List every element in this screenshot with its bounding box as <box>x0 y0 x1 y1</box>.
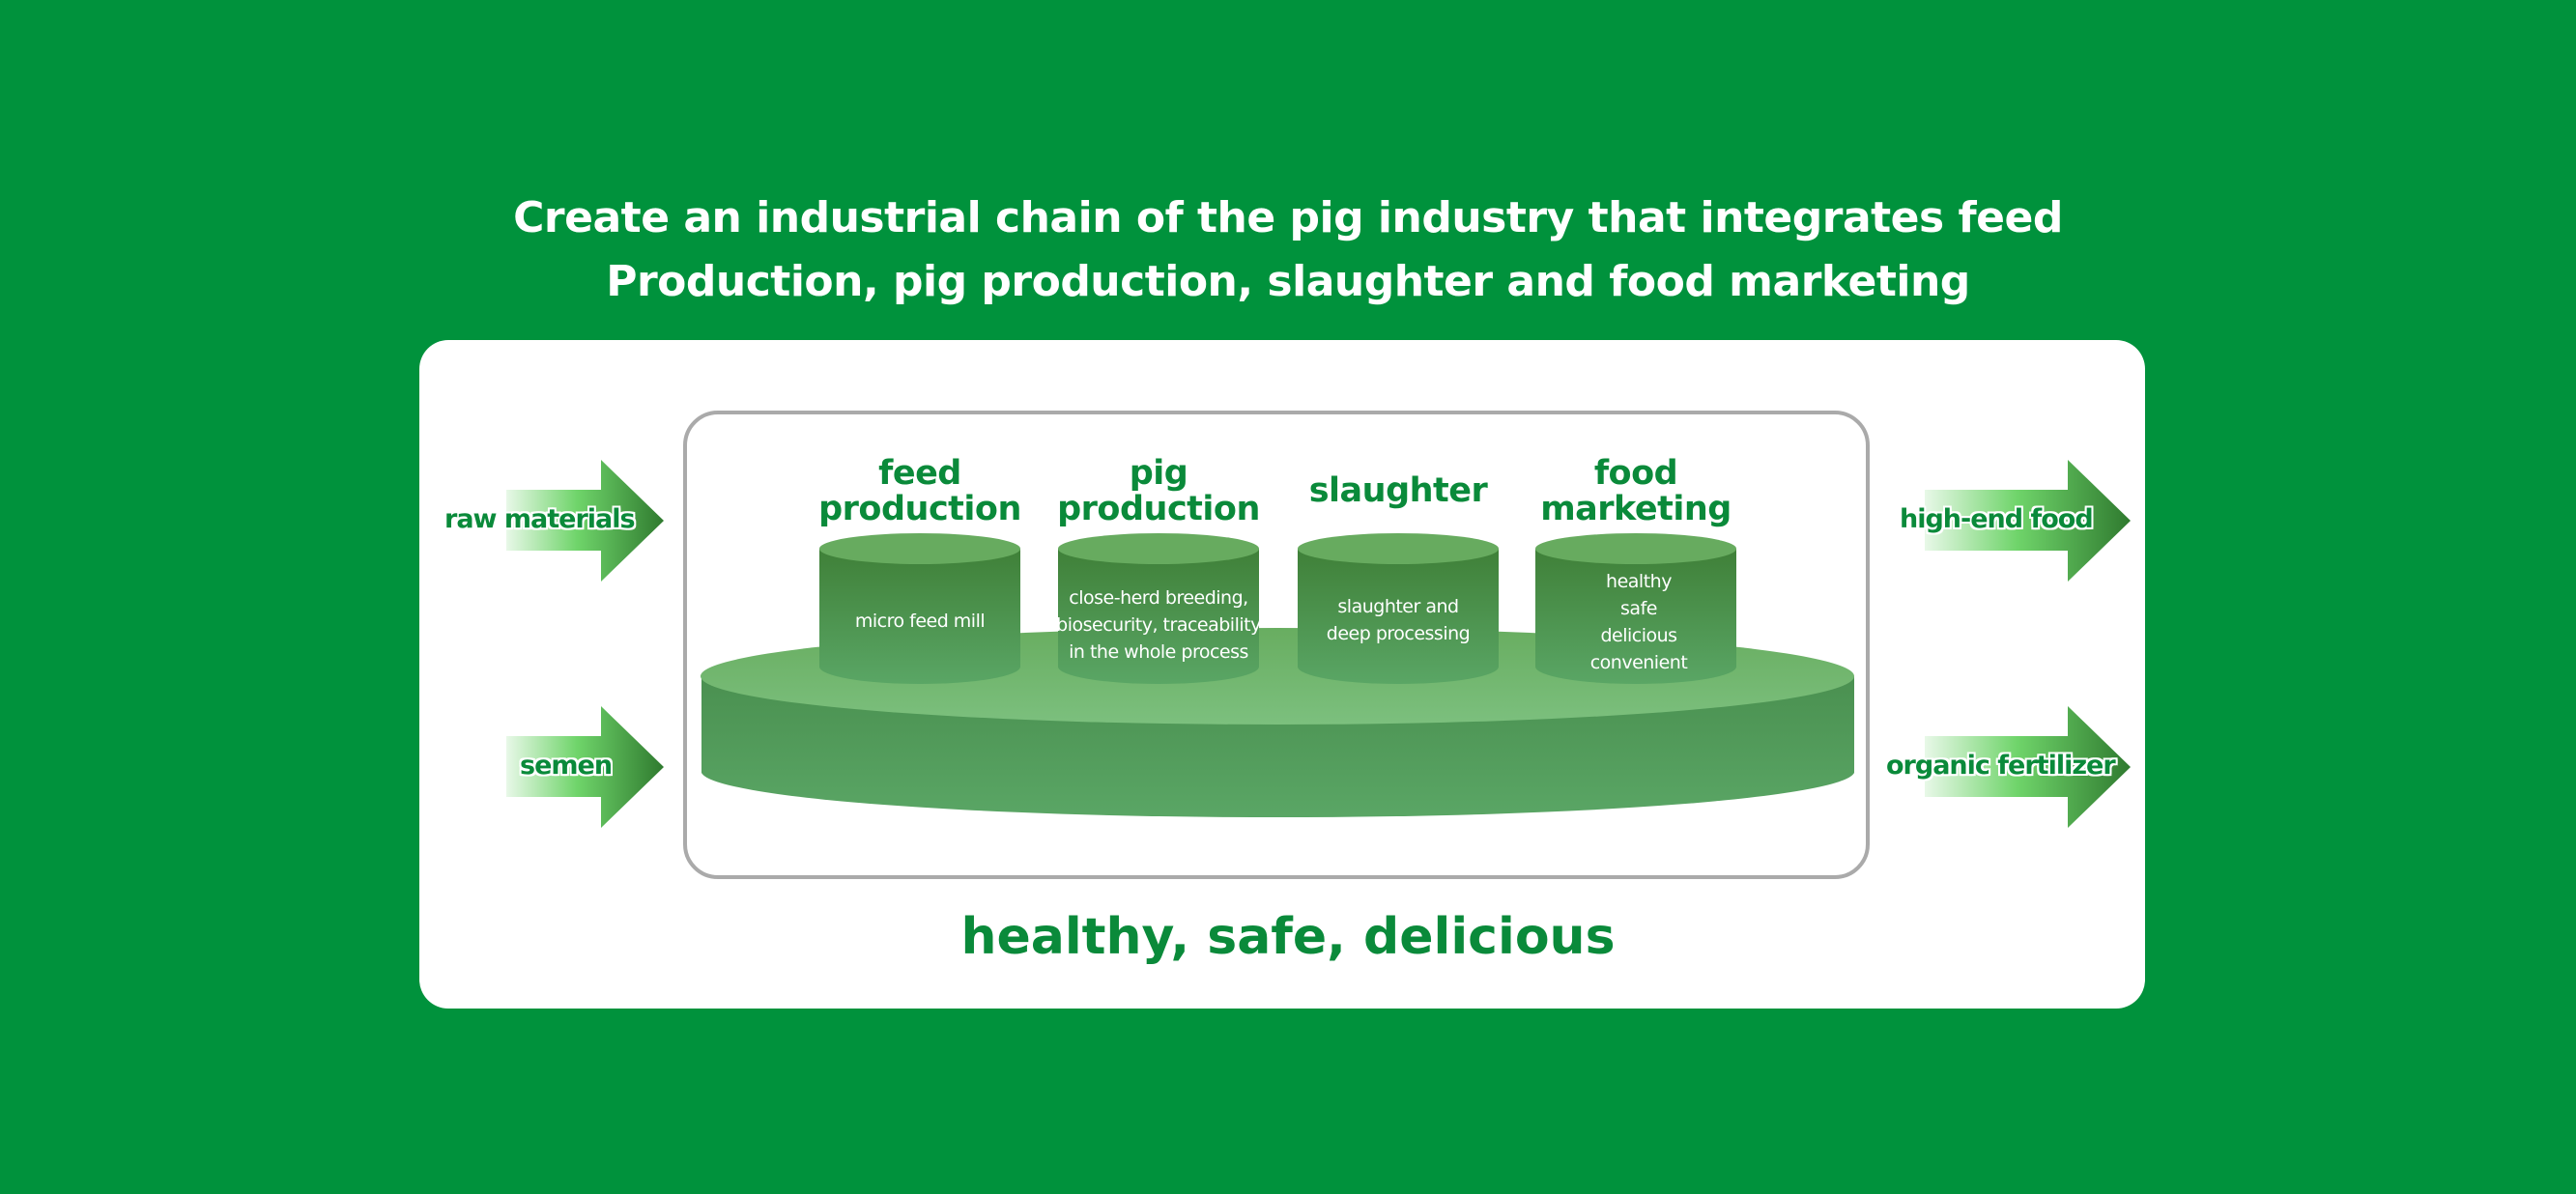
heading-line: pig <box>1129 454 1188 493</box>
output-label: organic fertilizer <box>1886 751 2116 781</box>
description-line: deep processing <box>1326 623 1471 644</box>
industry-chain-box <box>683 411 1870 879</box>
title-line-1: Create an industrial chain of the pig in… <box>513 193 2063 242</box>
description-line: slaughter and <box>1337 596 1459 617</box>
heading-line: production <box>818 490 1021 528</box>
cylinder-feed-production <box>819 533 1020 684</box>
arrow-raw-materials <box>506 460 664 582</box>
stage-description: micro feed mill <box>814 608 1026 635</box>
cylinder-pig-production <box>1058 533 1259 684</box>
description-line: convenient <box>1589 652 1688 673</box>
heading-line: feed <box>878 454 961 493</box>
description-line: healthy <box>1606 571 1672 592</box>
heading-line: marketing <box>1540 490 1732 528</box>
description-line: safe <box>1620 598 1657 619</box>
description-line: biosecurity, traceability <box>1056 614 1261 636</box>
cylinder-food-marketing <box>1535 533 1736 684</box>
description-line: close-herd breeding, <box>1069 587 1248 609</box>
stage-description: close-herd breeding, biosecurity, traceab… <box>1052 584 1265 666</box>
stage-description: slaughter and deep processing <box>1292 593 1504 647</box>
arrow-organic-fertilizer <box>1925 706 2131 828</box>
heading-line: food <box>1593 454 1678 493</box>
description-line: micro feed mill <box>854 611 986 632</box>
stage-description: healthy safe delicious convenient <box>1532 568 1745 676</box>
arrow-high-end-food <box>1925 460 2131 582</box>
slogan: healthy, safe, delicious <box>960 908 1616 966</box>
title-line-2: Production, pig production, slaughter an… <box>606 257 1970 306</box>
arrow-semen <box>506 706 664 828</box>
heading-line: slaughter <box>1308 471 1488 510</box>
output-label: high-end food <box>1900 504 2094 534</box>
description-line: in the whole process <box>1069 641 1248 663</box>
input-label: raw materials <box>444 504 636 534</box>
stage-heading: slaughter <box>1253 473 1543 509</box>
description-line: delicious <box>1600 625 1677 646</box>
heading-line: production <box>1057 490 1260 528</box>
cylinder-slaughter <box>1298 533 1499 684</box>
input-label: semen <box>520 751 613 781</box>
